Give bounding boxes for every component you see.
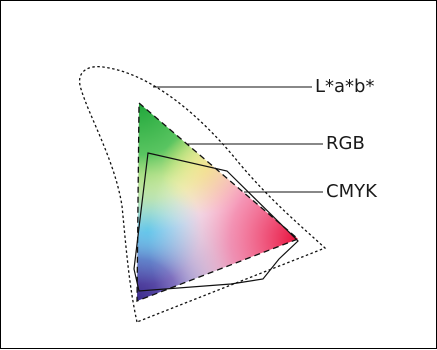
cmyk-label: CMYK	[326, 181, 377, 202]
lab-label: L*a*b*	[315, 76, 375, 97]
cmyk-gamut-outline	[133, 152, 299, 292]
rgb-gamut-outline	[136, 101, 300, 302]
rgb-gamut-fill	[137, 103, 298, 301]
lab-gamut-outline	[78, 65, 327, 323]
rgb-label: RGB	[326, 133, 365, 154]
